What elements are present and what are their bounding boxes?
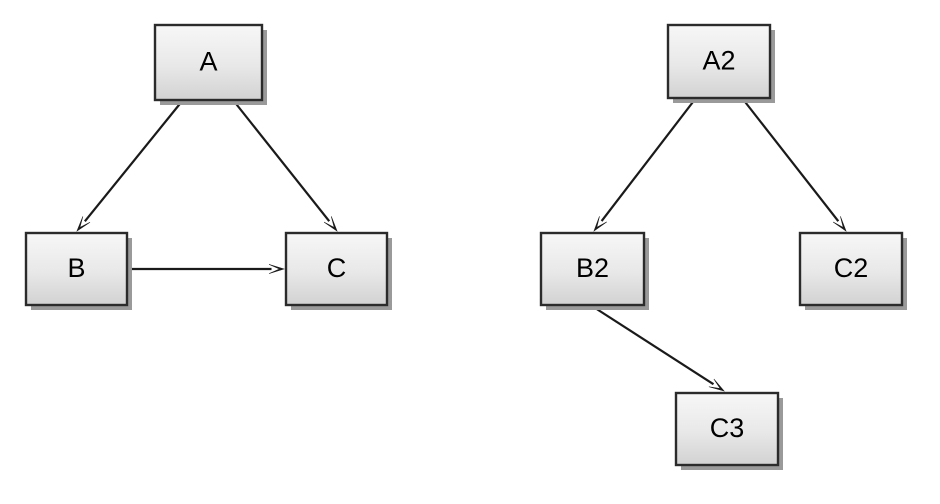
edge-b2-c3-line — [591, 305, 715, 386]
node-c2[interactable]: C2 — [798, 231, 907, 310]
edge-a-c-arrowhead — [323, 216, 338, 232]
edge-a-c — [232, 99, 338, 232]
node-a-box[interactable] — [153, 23, 264, 102]
node-c[interactable]: C — [284, 231, 392, 310]
edge-a-b-arrowhead — [76, 216, 91, 232]
node-a2-box[interactable] — [666, 23, 772, 100]
node-b2-box[interactable] — [539, 231, 646, 307]
edge-a-c-line — [232, 99, 331, 222]
edge-a2-c2-line — [741, 97, 840, 222]
edge-b-c-arrowhead — [268, 264, 286, 274]
node-c-box[interactable] — [284, 231, 389, 307]
edge-a2-b2-line — [600, 97, 697, 222]
edge-b2-c3 — [591, 305, 725, 392]
node-b[interactable]: B — [24, 231, 132, 310]
edge-a-b — [76, 99, 184, 232]
edge-a-b-line — [84, 99, 184, 222]
edge-a2-b2 — [593, 97, 697, 232]
node-c3[interactable]: C3 — [674, 391, 783, 470]
edge-b-c — [128, 264, 286, 274]
node-a[interactable]: A — [153, 23, 267, 105]
node-c3-box[interactable] — [674, 391, 780, 467]
node-b2[interactable]: B2 — [539, 231, 649, 310]
edge-a2-c2 — [741, 97, 847, 232]
node-b-box[interactable] — [24, 231, 129, 307]
node-a2[interactable]: A2 — [666, 23, 775, 103]
node-c2-box[interactable] — [798, 231, 904, 307]
edge-b2-c3-arrowhead — [708, 378, 725, 392]
edge-a2-b2-arrowhead — [593, 216, 607, 232]
edge-a2-c2-arrowhead — [832, 216, 847, 232]
edges-layer — [76, 97, 847, 392]
